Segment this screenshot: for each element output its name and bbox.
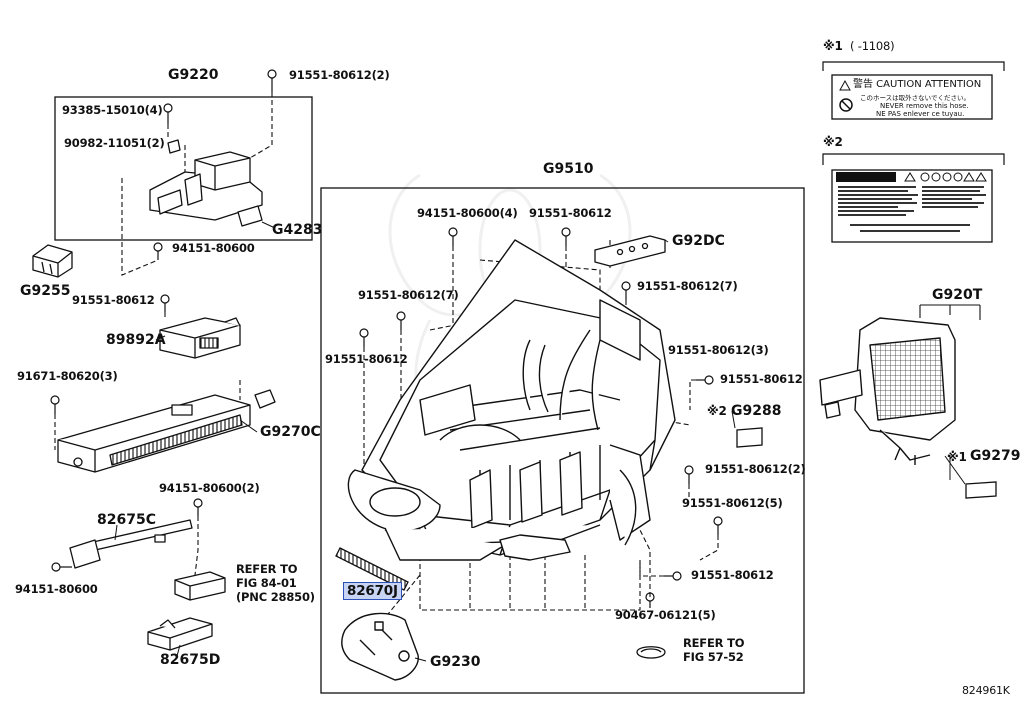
part-91551-3[interactable]: 91551-80612(3) — [668, 343, 769, 357]
part-94151-80600-2[interactable]: 94151-80600(2) — [159, 481, 260, 495]
part-g9255[interactable]: G9255 — [20, 283, 71, 299]
part-g9230[interactable]: G9230 — [430, 654, 481, 670]
note2-mark: ※2 — [823, 135, 843, 149]
g9220-frame — [54, 96, 313, 241]
part-91551-f[interactable]: 91551-80612 — [691, 568, 774, 582]
part-91551-top[interactable]: 91551-80612(2) — [289, 68, 390, 82]
part-g9279[interactable]: G9279 — [970, 448, 1021, 464]
note2-bracket — [822, 153, 1005, 165]
g9270c-part — [57, 389, 276, 473]
note1-mark: ※1 — [823, 39, 843, 53]
caution-line-2: NEVER remove this hose. — [880, 102, 969, 110]
note1-bracket — [822, 61, 1005, 71]
part-91551-e[interactable]: 91551-80612 — [720, 372, 803, 386]
part-g4283[interactable]: G4283 — [272, 222, 323, 238]
small-plates — [636, 427, 997, 659]
part-91551-b[interactable]: 91551-80612 — [72, 293, 155, 307]
g9220-label[interactable]: G9220 — [168, 67, 219, 83]
part-91551-d[interactable]: 91551-80612 — [325, 352, 408, 366]
note-mark-g9288: ※2 — [707, 404, 727, 418]
caution-line-1: このホースは取外さないでください。 — [860, 94, 970, 102]
caution-title: 警告 CAUTION ATTENTION — [853, 79, 982, 90]
part-91551-7a[interactable]: 91551-80612(7) — [637, 279, 738, 293]
part-89892a[interactable]: 89892A — [106, 332, 166, 348]
g9230-part — [341, 612, 419, 681]
82670j-part — [335, 547, 409, 591]
part-91551-7b[interactable]: 91551-80612(7) — [358, 288, 459, 302]
fig8401-connector — [174, 571, 226, 601]
part-91671[interactable]: 91671-80620(3) — [17, 369, 118, 383]
part-94151-80600-4[interactable]: 94151-80600(4) — [417, 206, 518, 220]
label-leaders — [114, 221, 966, 662]
part-82675c[interactable]: 82675C — [97, 512, 156, 528]
part-82670j[interactable]: 82670J — [343, 582, 402, 600]
caution-line-3: NE PAS enlever ce tuyau. — [876, 110, 965, 118]
part-91551-c[interactable]: 91551-80612 — [529, 206, 612, 220]
g9220-assembly — [149, 139, 263, 227]
ref-fig8401-3[interactable]: (PNC 28850) — [236, 590, 315, 604]
part-g9270c[interactable]: G9270C — [260, 424, 321, 440]
ref-fig5752-1[interactable]: REFER TO — [683, 636, 745, 650]
part-82675d[interactable]: 82675D — [160, 652, 221, 668]
g9510-label[interactable]: G9510 — [543, 161, 594, 177]
g9510-frame — [320, 187, 805, 694]
note-mark-g9279: ※1 — [947, 450, 967, 464]
g9255-part — [32, 244, 73, 278]
part-g9288[interactable]: G9288 — [731, 403, 782, 419]
part-91551-2b[interactable]: 91551-80612(2) — [705, 462, 806, 476]
part-94151-80600-a[interactable]: 94151-80600 — [172, 241, 255, 255]
g9510-assembly — [347, 239, 676, 561]
catalog-id: 824961K — [962, 684, 1010, 697]
note1-range: ( -1108) — [850, 39, 895, 53]
g920t-label[interactable]: G920T — [932, 287, 983, 303]
part-94151-80600-b[interactable]: 94151-80600 — [15, 582, 98, 596]
part-91551-5[interactable]: 91551-80612(5) — [682, 496, 783, 510]
ref-fig8401-1[interactable]: REFER TO — [236, 562, 298, 576]
part-93385[interactable]: 93385-15010(4) — [62, 103, 163, 117]
89892a-part — [159, 317, 241, 359]
part-90982[interactable]: 90982-11051(2) — [64, 136, 165, 150]
caution-label-1 — [831, 74, 993, 120]
ref-fig8401-2[interactable]: FIG 84-01 — [236, 576, 297, 590]
82675c-part — [69, 519, 193, 569]
ref-fig5752-2[interactable]: FIG 57-52 — [683, 650, 744, 664]
g92dc-part — [594, 235, 666, 267]
part-90467[interactable]: 90467-06121(5) — [615, 608, 716, 622]
g920t-part — [819, 317, 956, 465]
part-g92dc[interactable]: G92DC — [672, 233, 725, 249]
82675d-part — [147, 617, 213, 651]
